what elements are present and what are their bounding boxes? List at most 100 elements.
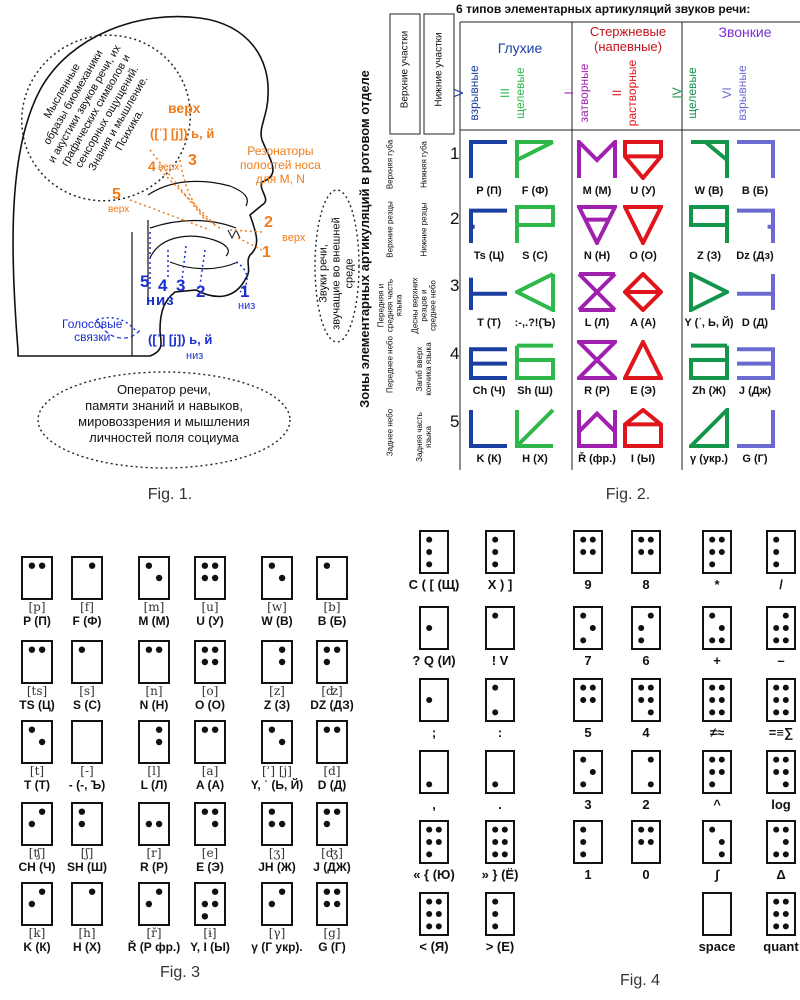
braille-cell [631,820,661,864]
label-niz: низ [146,292,175,309]
articulation-glyph [623,140,663,182]
label-niz-small: низ [238,300,256,312]
braille-frame [21,556,53,600]
articulation-cell: Y (ʾ, Ь, Й) [682,270,736,329]
symbol-label: quant [763,939,799,954]
braille-frame [766,606,796,650]
braille-dot [323,726,331,733]
braille-frame [631,750,661,794]
fig3-cell: [d]D (Д) [301,720,363,792]
braille-dot [647,839,654,845]
braille-dot [580,637,587,644]
braille-dot [278,738,286,746]
braille-dot [426,898,433,905]
fig4-cell: =≡∑ [749,678,800,740]
operator-line: мировоззрения и мышления [78,414,250,429]
braille-cell [261,556,293,600]
braille-dot [435,898,442,905]
articulation-cell: R (Р) [570,340,624,397]
zone-upper: Передняя и средняя часть языка [376,278,404,333]
braille-dot [709,709,716,716]
braille-dot [28,562,36,569]
fig2-grid [389,13,800,470]
braille-dot [145,900,153,908]
braille-cell [485,750,515,794]
ipa-symbol: [b] [323,600,341,614]
braille-cell [766,678,796,722]
braille-cell [316,640,348,684]
ipa-symbol: [h] [78,926,96,940]
braille-dot [155,726,163,733]
braille-dot [278,888,286,895]
braille-dot [333,646,341,653]
braille-frame [702,820,732,864]
fig3-cell: [m]M (М) [123,556,185,628]
braille-frame [194,882,226,926]
articulation-label: T (Т) [477,317,501,329]
symbol-label: . [498,797,502,812]
fig4-cell: 3 [556,750,620,812]
type-word: щелевые [513,67,527,119]
braille-dot [638,637,645,644]
braille-dot [78,646,86,653]
braille-frame [21,720,53,764]
fig3-cell: [h]H (Х) [56,882,118,954]
articulation-glyph [689,205,729,243]
braille-dot [201,574,209,582]
fig1-caption: Fig. 1. [147,486,193,503]
braille-dot [201,726,209,733]
braille-dot [589,625,596,631]
braille-dot [435,923,442,930]
articulation-cell: I (Ы) [616,407,670,465]
articulation-cell: K (К) [462,408,516,465]
label-verkh-small: верх [158,162,180,173]
head-outline [12,15,274,357]
fig4-cell: Δ [749,820,800,882]
fig3-cell: [p]P (П) [6,556,68,628]
braille-dot [492,898,499,905]
blue-num-3: 3 [176,276,186,295]
braille-dot [580,536,587,543]
symbol-label: =≡∑ [768,725,794,740]
fig3-cell: [k]K (К) [6,882,68,954]
braille-dot [211,808,219,815]
braille-dot [647,697,654,703]
sounds-bubble: Звуки речи, звучащие во внешней среде [318,199,357,349]
braille-dot [580,781,587,788]
fig3-cell: [o]O (О) [179,640,241,712]
ipa-symbol: [-] [80,764,94,778]
braille-dot [773,826,780,833]
braille-dot [718,536,725,543]
braille-dot [426,851,433,858]
fig4-cell: » } (Ё) [468,820,532,882]
braille-dot [501,839,508,845]
blue-num-5: 5 [140,272,150,291]
braille-dot [709,536,716,543]
symbol-label: 2 [642,797,650,812]
articulation-glyph [623,407,663,448]
ipa-symbol: [z] [269,684,285,698]
type-num: IV [670,87,684,99]
braille-dot [709,781,716,788]
braille-frame [194,640,226,684]
group-header-voiceless: Глухие [497,40,543,56]
zone-number: 2 [450,209,460,228]
braille-cell [766,530,796,574]
fig2-title: 6 типов элементарных артикуляций звуков … [456,2,751,16]
letter-label: - (-, Ъ) [68,778,106,792]
braille-cell [573,678,603,722]
articulation-glyph [737,410,775,448]
braille-frame [71,720,103,764]
letter-label: DZ (ДЗ) [310,698,354,712]
braille-cell [138,882,170,926]
braille-frame [702,750,732,794]
braille-frame [316,720,348,764]
braille-dot [647,826,654,833]
fig4-cell: > (Е) [468,892,532,954]
articulation-cell: H (Х) [508,408,562,465]
articulation-label: G (Г) [742,453,768,465]
articulation-label: H (Х) [522,453,548,465]
articulation-glyph [469,208,507,243]
braille-frame [573,606,603,650]
